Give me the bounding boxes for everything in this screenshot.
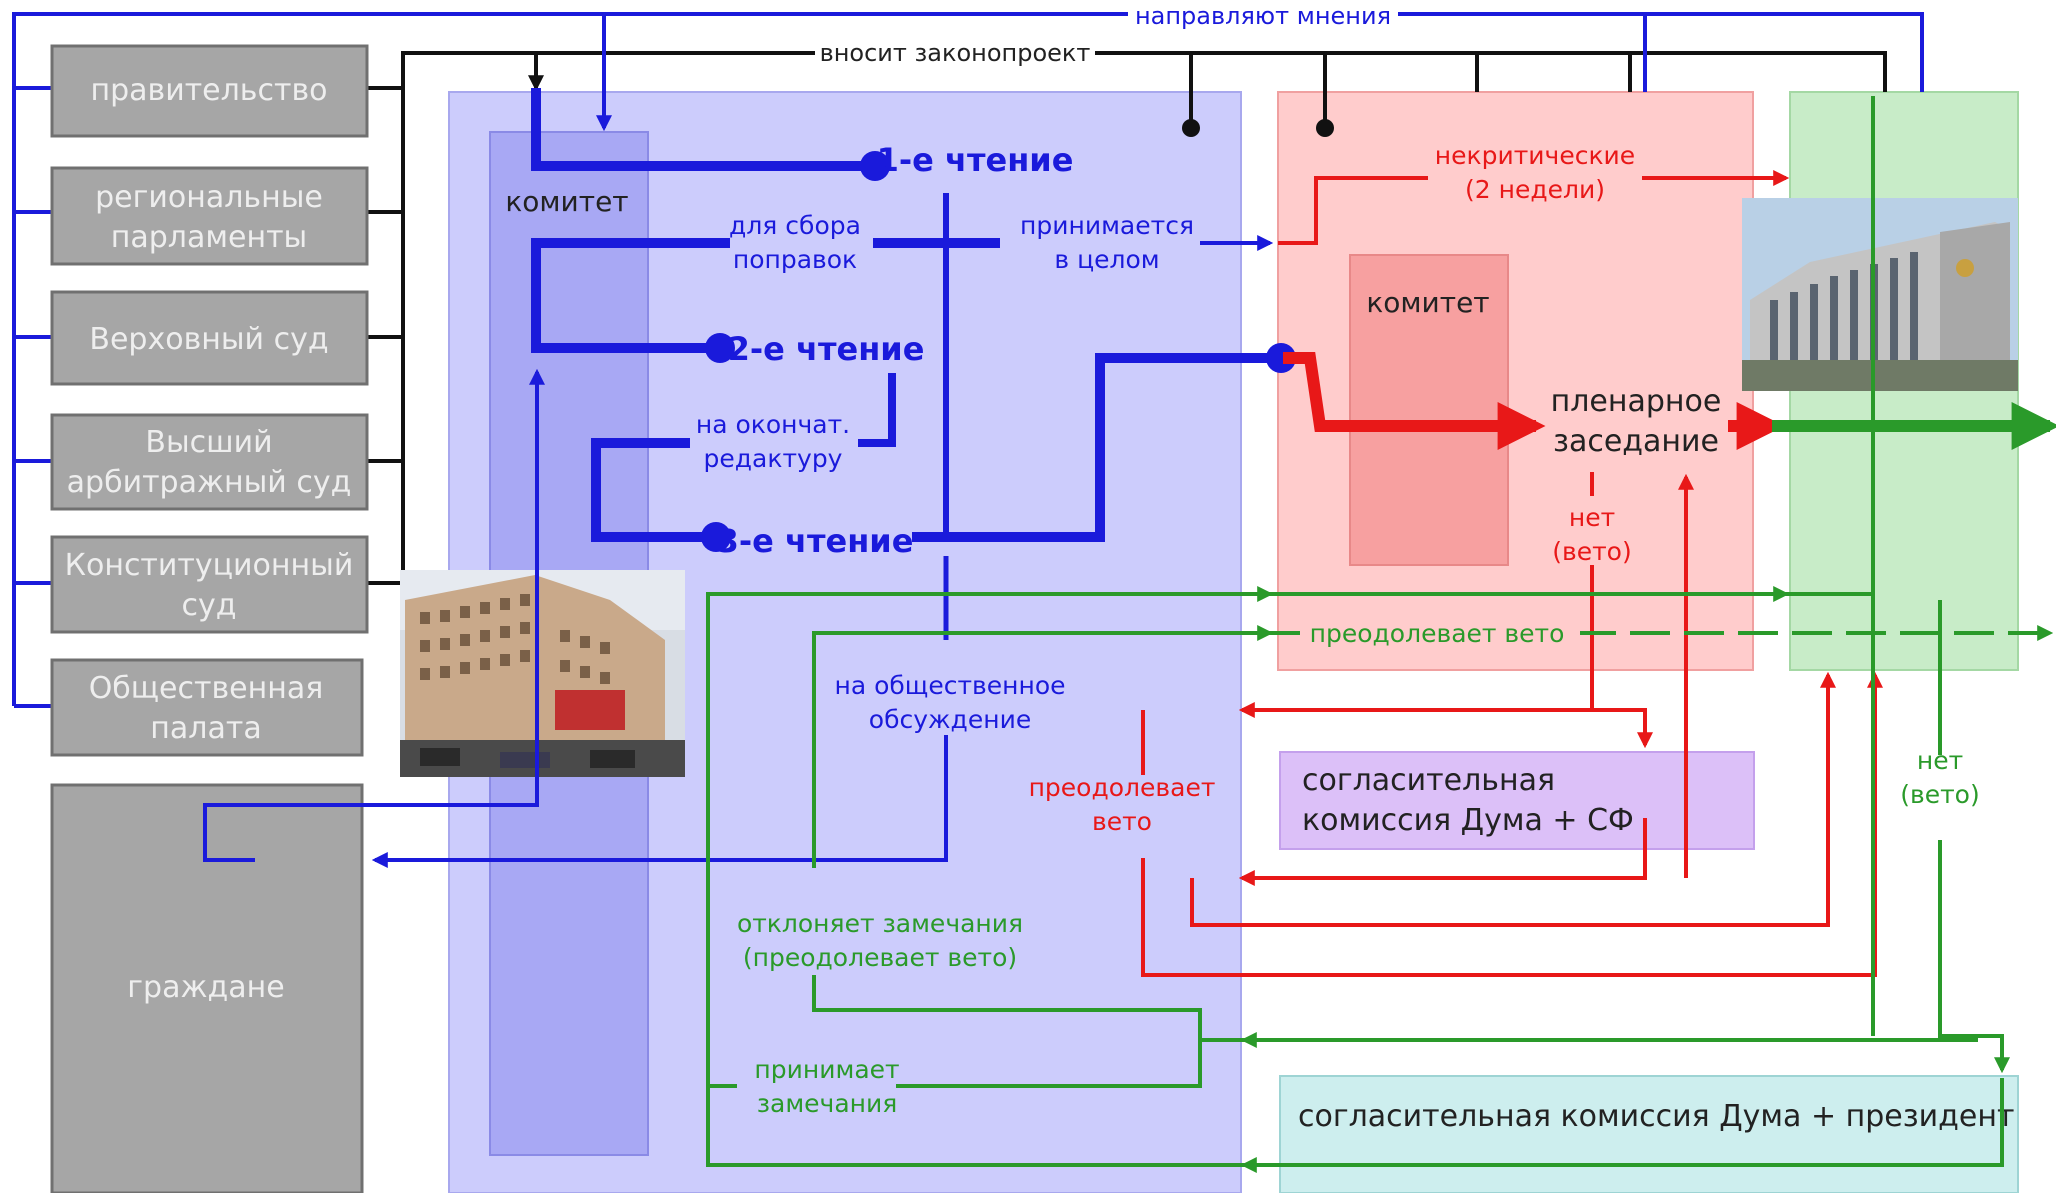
accepts-remarks-label: принимает bbox=[754, 1055, 899, 1084]
opinions-lines bbox=[12, 12, 1924, 708]
noncritical-label: (2 недели) bbox=[1465, 175, 1605, 204]
subject-supreme-arbitration-court: Высший арбитражный суд bbox=[50, 413, 369, 511]
opinions-label: направляют мнения bbox=[1135, 2, 1391, 30]
introduces-bill-lines bbox=[367, 51, 1887, 585]
reading-1-label: 1-е чтение bbox=[877, 141, 1074, 179]
subject-constitutional-court: Конституционный суд bbox=[50, 535, 369, 634]
reading-2-label: 2-е чтение bbox=[728, 330, 925, 368]
public-discussion-label: на общественное bbox=[834, 671, 1065, 700]
conciliation-sf-label: согласительная bbox=[1302, 763, 1555, 798]
accepts-remarks-label: замечания bbox=[757, 1089, 898, 1118]
subject-label: правительство bbox=[90, 73, 327, 108]
amendments-label: поправок bbox=[733, 245, 857, 274]
accepted-whole-label: принимается bbox=[1020, 211, 1194, 240]
subject-label: региональные bbox=[95, 180, 323, 215]
state-duma-building-photo bbox=[400, 570, 685, 777]
subject-label: Общественная bbox=[89, 671, 324, 706]
subject-label: суд bbox=[182, 588, 237, 623]
plenary-session-label: пленарное bbox=[1551, 384, 1722, 419]
conciliation-sf-box bbox=[1279, 751, 1755, 850]
rejects-remarks-label: (преодолевает вето) bbox=[743, 943, 1017, 972]
conciliation-president-box bbox=[1279, 1075, 2019, 1193]
subject-regional-parliaments: региональные парламенты bbox=[50, 166, 369, 266]
subject-label: Верховный суд bbox=[89, 322, 328, 357]
final-edit-label: на окончат. bbox=[696, 410, 850, 439]
subject-government: правительство bbox=[50, 44, 369, 138]
middle-overrides-veto-label: преодолевает bbox=[1029, 773, 1216, 802]
president-no-veto-label: нет bbox=[1917, 746, 1963, 775]
noncritical-label: некритические bbox=[1435, 141, 1635, 170]
fc-committee-column bbox=[1349, 254, 1509, 566]
amendments-label: для сбора bbox=[729, 211, 861, 240]
duma-flow-lines bbox=[203, 88, 1296, 868]
president-no-veto-label: (вето) bbox=[1900, 780, 1979, 809]
citizens-label: граждане bbox=[127, 970, 284, 1005]
introduction-dot-duma bbox=[1182, 119, 1200, 137]
reading-3-label: 3-е чтение bbox=[717, 522, 914, 560]
introduces-bill-label: вносит законопроект bbox=[820, 39, 1091, 67]
committee-label-duma: комитет bbox=[505, 185, 628, 218]
accepted-whole-label: в целом bbox=[1054, 245, 1159, 274]
fc-no-veto-label: (вето) bbox=[1552, 537, 1631, 566]
fc-no-veto-label: нет bbox=[1569, 503, 1615, 532]
subject-label: парламенты bbox=[111, 220, 307, 255]
fc-overrides-veto-label: преодолевает вето bbox=[1310, 619, 1565, 648]
subject-supreme-court: Верховный суд bbox=[50, 290, 369, 386]
rejects-remarks-label: отклоняет замечания bbox=[737, 909, 1023, 938]
subject-label: палата bbox=[150, 711, 261, 746]
plenary-session-label: заседание bbox=[1553, 424, 1719, 459]
subject-label: Конституционный bbox=[65, 548, 354, 583]
subject-label: Высший bbox=[145, 425, 272, 460]
public-discussion-label: обсуждение bbox=[869, 705, 1031, 734]
committee-label-fc: комитет bbox=[1366, 286, 1489, 319]
federation-council-building-photo bbox=[1742, 198, 2018, 391]
subject-label: арбитражный суд bbox=[67, 465, 352, 500]
green-flow-lines bbox=[706, 96, 2056, 1173]
federation-council-red-lines bbox=[1141, 170, 1883, 977]
introduction-dot-fc bbox=[1316, 119, 1334, 137]
conciliation-president-label: согласительная комиссия Дума + президент bbox=[1298, 1099, 2014, 1134]
final-edit-label: редактуру bbox=[704, 444, 843, 473]
conciliation-sf-label: комиссия Дума + СФ bbox=[1302, 803, 1634, 838]
middle-overrides-veto-label: вето bbox=[1092, 807, 1152, 836]
subject-public-chamber: Общественная палата bbox=[50, 658, 364, 757]
